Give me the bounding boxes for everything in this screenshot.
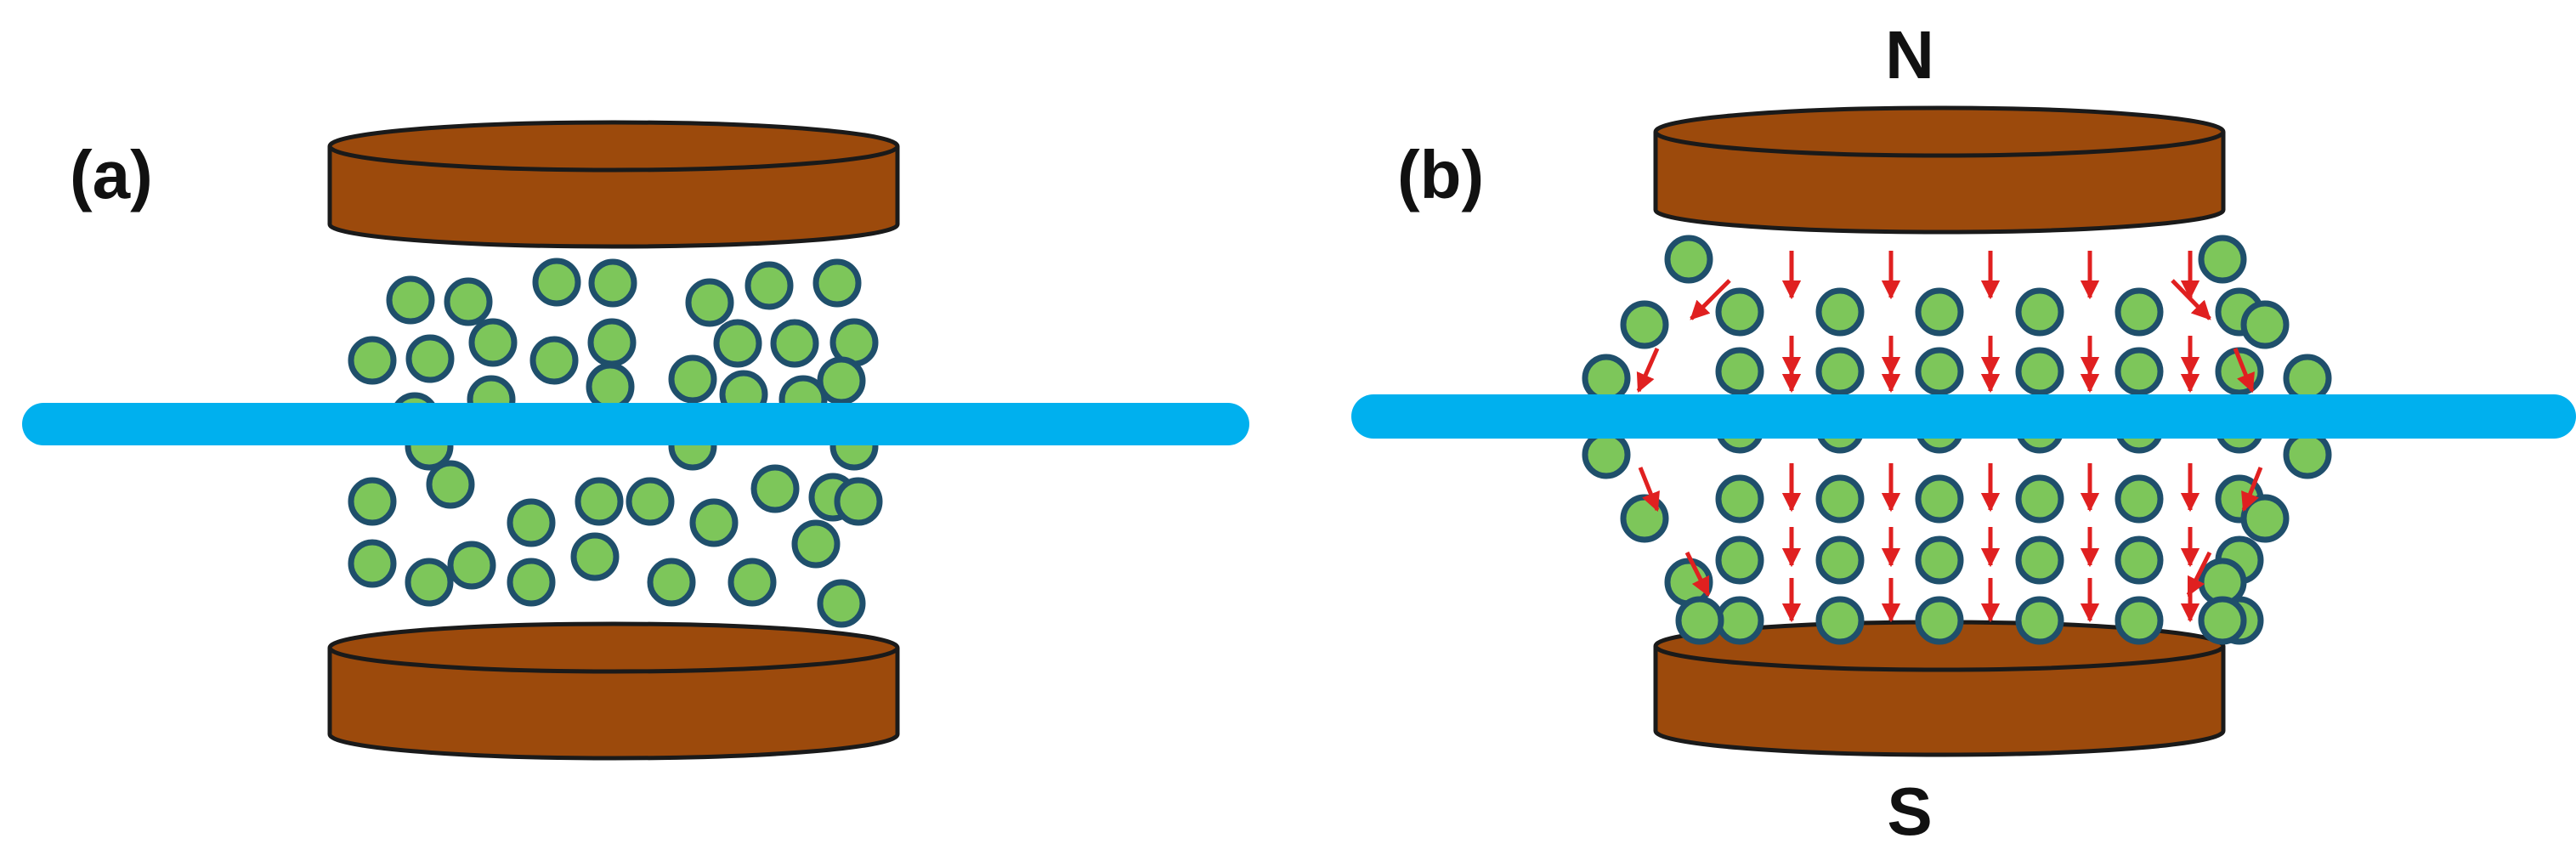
particle-b [1715, 287, 1764, 337]
particle-a [575, 477, 624, 526]
particle-a [386, 275, 435, 325]
particle-b [2198, 235, 2247, 284]
particle-b [1815, 596, 1865, 645]
particle-b [2115, 287, 2164, 337]
particle-b [1582, 430, 1631, 479]
particle-a [834, 477, 883, 526]
particle-a [507, 498, 556, 547]
field-arrows [1636, 251, 2263, 623]
particle-b [1915, 535, 1964, 585]
particle-a [744, 261, 794, 310]
particle-a [348, 539, 397, 588]
north-pole-label: N [1885, 17, 1934, 93]
particle-b [1815, 474, 1865, 524]
particle-a [348, 336, 397, 385]
particle-b [1715, 596, 1764, 645]
particle-a [444, 277, 493, 326]
panel-b: (b) N S [1351, 17, 2576, 844]
particle-a [532, 258, 581, 307]
particle-a [426, 460, 475, 509]
particle-b [2198, 596, 2247, 645]
particle-b [2240, 300, 2290, 349]
particle-a [447, 541, 496, 590]
particle-a [812, 258, 862, 308]
particle-b [2015, 287, 2064, 337]
particle-b [2115, 347, 2164, 396]
particle-a [468, 318, 518, 367]
particle-a [713, 319, 762, 368]
particle-b [1582, 354, 1631, 403]
particle-a [817, 356, 866, 405]
particle-a [626, 477, 675, 526]
particle-b [2115, 535, 2164, 585]
field-arrow [2186, 551, 2212, 598]
field-arrow [2233, 348, 2255, 394]
south-pole-label: S [1887, 773, 1932, 844]
particle-b [1715, 347, 1764, 396]
particle-a [348, 477, 397, 526]
field-arrow [1684, 551, 1711, 598]
particle-b [2015, 535, 2064, 585]
particle-b [1620, 300, 1669, 349]
field-arrow [2241, 467, 2263, 513]
particle-b [2240, 494, 2290, 543]
particle-a [586, 362, 635, 411]
particle-b [2015, 596, 2064, 645]
particles-b [1582, 235, 2332, 645]
top-plate-a [327, 120, 900, 249]
particle-b [2283, 354, 2332, 403]
particle-a [685, 278, 734, 327]
particle-a [817, 579, 866, 628]
panel-a-label: (a) [70, 137, 153, 212]
particle-a [570, 532, 620, 581]
particle-b [1915, 287, 1964, 337]
particle-b [2015, 347, 2064, 396]
particle-b [1815, 287, 1865, 337]
particle-a [647, 558, 696, 607]
particle-b [2115, 596, 2164, 645]
panel-b-label: (b) [1397, 137, 1484, 212]
particle-b [2283, 430, 2332, 479]
field-arrow [1638, 467, 1660, 513]
particle-b [1815, 535, 1865, 585]
rod-a [22, 403, 1249, 445]
top-plate-b-north [1653, 105, 2226, 235]
particle-b [1620, 494, 1669, 543]
particle-a [689, 498, 739, 547]
particle-b [2015, 474, 2064, 524]
particle-a [405, 558, 454, 607]
particle-b [1675, 596, 1724, 645]
particle-b [1664, 235, 1713, 284]
particle-b [1715, 535, 1764, 585]
rod-b [1351, 394, 2576, 439]
particle-a [588, 258, 637, 308]
particle-b [1915, 347, 1964, 396]
particle-a [770, 319, 819, 368]
particle-b [1915, 596, 1964, 645]
bottom-plate-b-south [1653, 620, 2226, 757]
particle-a [668, 354, 717, 404]
particle-a [791, 519, 841, 569]
field-arrow [1690, 279, 1731, 320]
particle-a [750, 464, 800, 513]
panel-a: (a) [22, 120, 1249, 761]
bottom-plate-a [327, 621, 900, 761]
particle-a [728, 558, 777, 607]
particle-a [507, 558, 556, 607]
field-arrow [1636, 347, 1660, 394]
particle-a [405, 334, 455, 383]
particle-b [1915, 474, 1964, 524]
particle-b [2115, 474, 2164, 524]
field-arrow [2171, 279, 2211, 320]
particle-b [1715, 474, 1764, 524]
particle-a [587, 318, 637, 367]
particle-a [529, 336, 579, 385]
particle-b [1815, 347, 1865, 396]
